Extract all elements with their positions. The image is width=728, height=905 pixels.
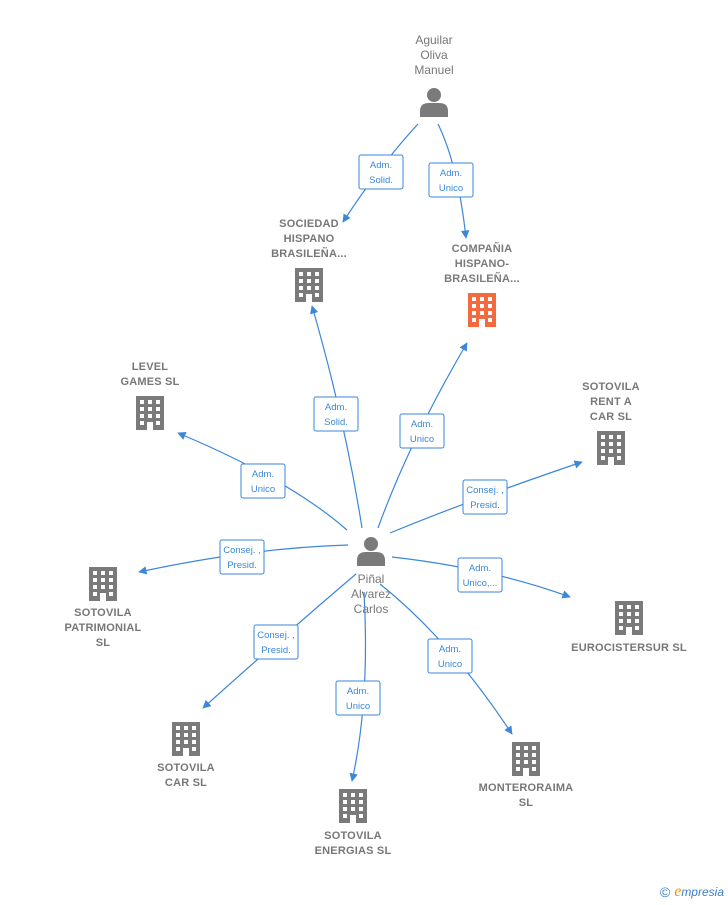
relation-label-box <box>457 557 503 593</box>
relation-label-box <box>219 539 265 575</box>
node-label-line: COMPAÑIA <box>452 242 513 255</box>
company-node-eurocistersur[interactable]: EUROCISTERSUR SL <box>571 601 687 654</box>
relation-label-r10[interactable]: Adm. Unico <box>335 680 381 716</box>
relation-label-text: Adm. <box>325 402 347 413</box>
empresia-logo-text: mpresia <box>681 885 724 899</box>
node-label-line: SOCIEDAD <box>279 218 339 230</box>
node-label-line: SOTOVILA <box>582 381 640 393</box>
node-label-line: GAMES SL <box>120 376 179 388</box>
relation-label-r7[interactable]: Consej. , Presid. <box>219 539 265 575</box>
relation-label-r8[interactable]: Adm. Unico,... <box>457 557 503 593</box>
relation-label-text: Unico <box>410 434 434 445</box>
node-label-line: EUROCISTERSUR SL <box>571 642 687 654</box>
node-label-line: SOTOVILA <box>157 762 215 774</box>
building-icon <box>512 742 540 776</box>
company-node-sotovila-car[interactable]: SOTOVILA CAR SL <box>157 722 215 789</box>
relation-label-text: Adm. <box>440 168 462 179</box>
relation-label-r3[interactable]: Adm. Solid. <box>313 396 359 432</box>
relation-label-box <box>253 624 299 660</box>
relation-label-box <box>428 162 474 198</box>
relation-label-text: Consej. , <box>466 485 504 496</box>
node-label-line: SOTOVILA <box>74 607 132 619</box>
node-label-line: CAR SL <box>590 411 632 423</box>
node-label-line: Carlos <box>354 602 389 616</box>
node-label-line: Aguilar <box>415 33 452 47</box>
relation-label-box <box>313 396 359 432</box>
building-icon <box>89 567 117 601</box>
building-icon <box>136 396 164 430</box>
company-node-sotovila-patrimonial[interactable]: SOTOVILA PATRIMONIAL SL <box>65 567 142 649</box>
relation-label-text: Adm. <box>370 160 392 171</box>
relation-label-box <box>335 680 381 716</box>
relation-label-box <box>399 413 445 449</box>
node-label-line: Oliva <box>420 48 448 62</box>
relation-label-r5[interactable]: Adm. Unico <box>240 463 286 499</box>
relation-label-text: Solid. <box>324 417 348 428</box>
node-label-line: HISPANO <box>284 233 335 245</box>
relation-label-text: Consej. , <box>223 545 261 556</box>
empresia-watermark: © e mpresia <box>660 883 724 901</box>
node-label-line: Alvarez <box>351 587 391 601</box>
relation-label-text: Unico <box>438 659 462 670</box>
building-icon <box>295 268 323 302</box>
relation-label-r1[interactable]: Adm. Solid. <box>358 154 404 190</box>
building-icon <box>597 431 625 465</box>
node-label-line: LEVEL <box>132 361 169 373</box>
node-label-line: CAR SL <box>165 777 207 789</box>
building-icon <box>172 722 200 756</box>
node-label-line: SL <box>519 797 534 809</box>
relation-label-box <box>358 154 404 190</box>
relation-label-text: Adm. <box>439 644 461 655</box>
relation-label-text: Consej. , <box>257 630 295 641</box>
company-node-compania[interactable]: COMPAÑIA HISPANO- BRASILEÑA... <box>444 242 520 327</box>
person-icon <box>357 537 385 566</box>
relation-label-text: Unico <box>346 701 370 712</box>
company-node-level[interactable]: LEVEL GAMES SL <box>120 361 179 430</box>
relation-label-text: Presid. <box>470 500 500 511</box>
relation-label-box <box>240 463 286 499</box>
node-label-line: RENT A <box>590 396 632 408</box>
node-label-line: MONTERORAIMA <box>479 782 574 794</box>
building-icon <box>339 789 367 823</box>
empresia-logo-initial: e <box>674 883 682 900</box>
node-label-line: BRASILEÑA... <box>271 247 347 260</box>
company-node-sotovila-rent[interactable]: SOTOVILA RENT A CAR SL <box>582 381 640 465</box>
relation-label-r9[interactable]: Consej. , Presid. <box>253 624 299 660</box>
relation-label-r6[interactable]: Consej. , Presid. <box>462 479 508 515</box>
relation-label-text: Adm. <box>347 686 369 697</box>
relation-label-text: Presid. <box>261 645 291 656</box>
copyright-symbol: © <box>659 884 671 900</box>
relation-label-r4[interactable]: Adm. Unico <box>399 413 445 449</box>
node-label-line: HISPANO- <box>455 258 510 270</box>
node-label-line: PATRIMONIAL <box>65 622 142 634</box>
person-icon <box>420 88 448 117</box>
node-label-line: ENERGIAS SL <box>315 845 392 857</box>
node-label-line: Manuel <box>414 63 453 77</box>
relation-label-box <box>462 479 508 515</box>
relation-label-text: Adm. <box>252 469 274 480</box>
relation-label-text: Adm. <box>469 563 491 574</box>
building-icon <box>468 293 496 327</box>
node-label-line: Piñal <box>358 572 385 586</box>
relation-label-box <box>427 638 473 674</box>
node-label-line: BRASILEÑA... <box>444 272 520 285</box>
relation-label-text: Presid. <box>227 560 257 571</box>
relation-label-text: Adm. <box>411 419 433 430</box>
relation-label-text: Unico <box>251 484 275 495</box>
company-node-sotovila-energias[interactable]: SOTOVILA ENERGIAS SL <box>315 789 392 857</box>
node-label-line: SL <box>96 637 111 649</box>
relation-label-text: Solid. <box>369 175 393 186</box>
relation-label-text: Unico <box>439 183 463 194</box>
node-label-line: SOTOVILA <box>324 830 382 842</box>
relation-label-r2[interactable]: Adm. Unico <box>428 162 474 198</box>
building-icon <box>615 601 643 635</box>
company-node-sociedad[interactable]: SOCIEDAD HISPANO BRASILEÑA... <box>271 218 347 302</box>
company-node-monteroraima[interactable]: MONTERORAIMA SL <box>479 742 574 809</box>
relation-label-r11[interactable]: Adm. Unico <box>427 638 473 674</box>
relation-label-text: Unico,... <box>463 578 498 589</box>
